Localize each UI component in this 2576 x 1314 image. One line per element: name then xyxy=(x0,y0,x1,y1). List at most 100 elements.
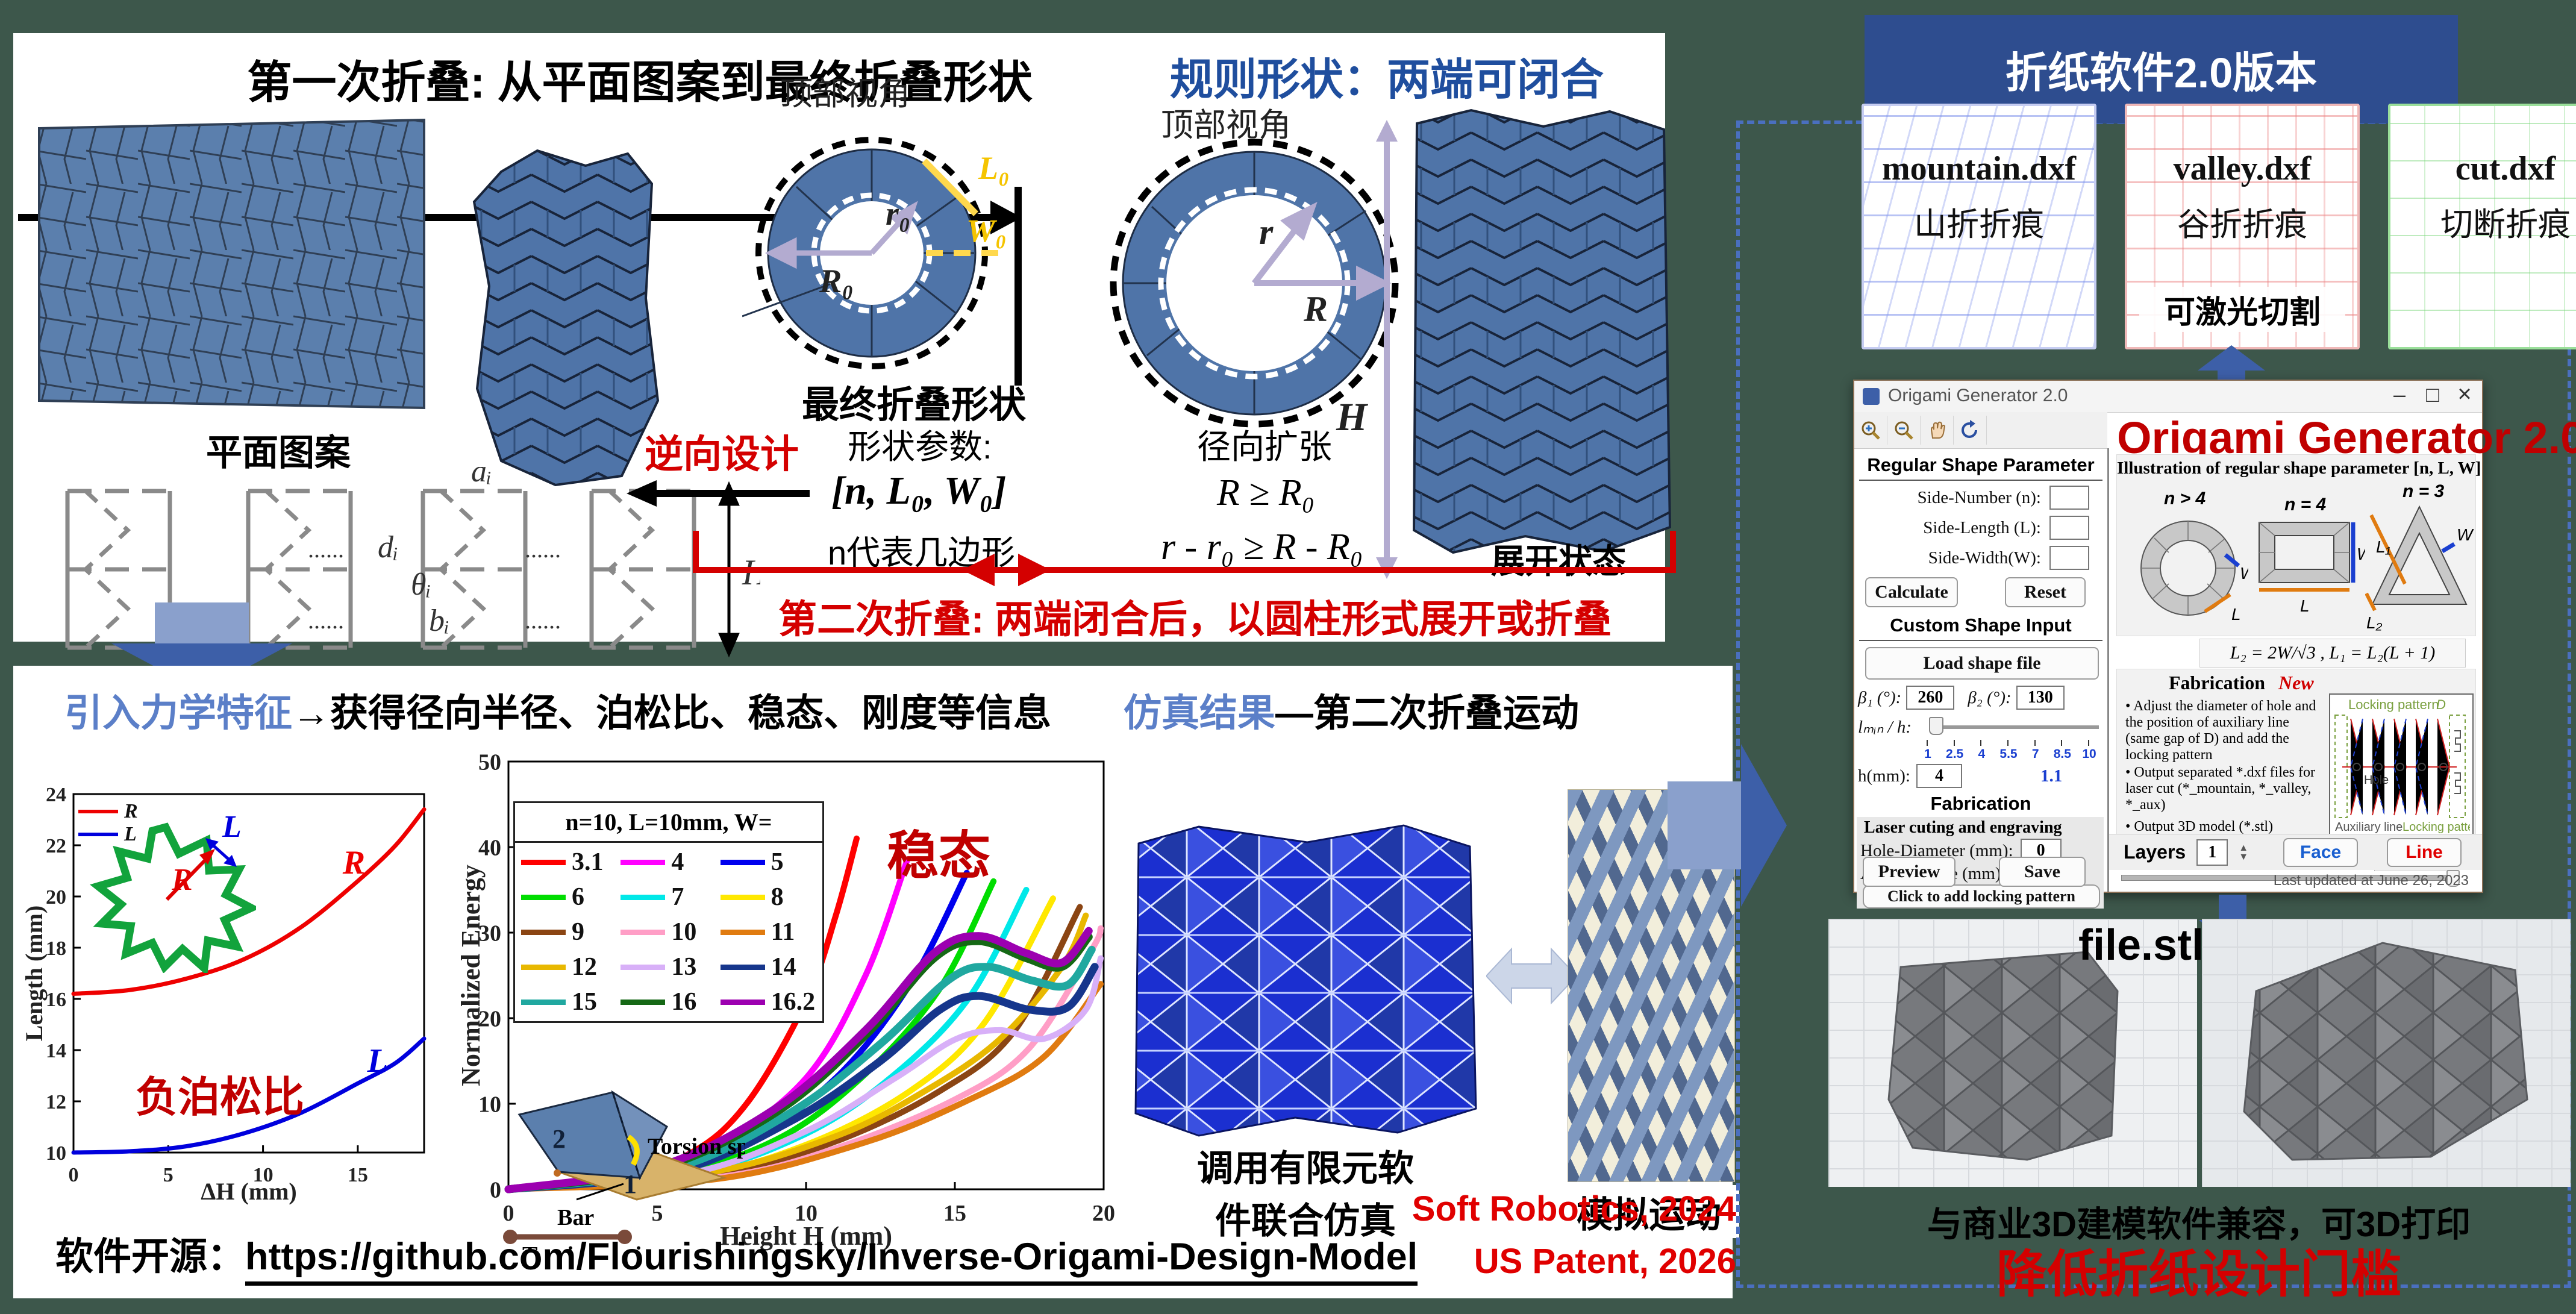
svg-text:L: L xyxy=(367,1042,388,1080)
second-fold-line xyxy=(693,567,1676,573)
locking-hole-label: Hole xyxy=(2364,774,2389,787)
layers-label: Layers xyxy=(2124,841,2186,863)
origami-generator-window: Origami Generator 2.0 – □ × Origami Gene… xyxy=(1853,380,2576,909)
preview-button[interactable]: Preview xyxy=(1863,857,1955,887)
fem-label-box: 调用有限元软 件联合仿真 xyxy=(1137,1145,1474,1241)
citation-us-patent: US Patent, 2026 xyxy=(1474,1242,1736,1281)
lmin-slider[interactable] xyxy=(1930,725,2099,729)
energy-legend-item: 12 xyxy=(521,953,617,981)
fabrication-bullet-2: • Output separated *.dxf files for laser… xyxy=(2125,765,2315,813)
svg-text:12: 12 xyxy=(46,1091,66,1113)
valley-dxf-name: valley.dxf xyxy=(2173,150,2312,187)
valley-dxf-card: valley.dxf 谷折折痕 可激光切割 xyxy=(2125,104,2360,349)
illustration-title: Illustration of regular shape parameter … xyxy=(2117,458,2481,478)
energy-legend-item: 5 xyxy=(720,848,816,877)
layers-input[interactable]: 1 xyxy=(2196,839,2228,866)
slider-tick xyxy=(2034,740,2036,746)
locking-caption-top: Locking pattern xyxy=(2348,697,2439,712)
layers-spinner[interactable]: ▲▼ xyxy=(2239,842,2249,862)
flat-pattern-label: 平面图案 xyxy=(206,433,351,473)
mechanics-heading-feature: 引入力学特征 xyxy=(64,692,292,734)
mountain-dxf-desc: 山折折痕 xyxy=(1914,207,2044,243)
beta1-input[interactable]: 260 xyxy=(1906,686,1955,710)
energy-legend-item: 13 xyxy=(621,953,716,981)
lmin-slider-thumb[interactable] xyxy=(1929,717,1943,735)
compatibility-text: 与商业3D建模软件兼容，可3D打印 xyxy=(1927,1205,2471,1244)
energy-legend-item: 7 xyxy=(621,883,716,912)
github-url[interactable]: https://github.com/Flourishingsky/Invers… xyxy=(245,1236,1418,1286)
process-arrow-corner xyxy=(1014,187,1022,386)
zoom-out-icon[interactable] xyxy=(1887,416,1921,445)
h-input[interactable]: 4 xyxy=(1916,764,1962,788)
crease-d-label: dᵢ xyxy=(378,530,398,565)
poisson-legend-item: L xyxy=(78,823,138,846)
svg-text:ΔH (mm): ΔH (mm) xyxy=(201,1178,296,1205)
face-button[interactable]: Face xyxy=(2283,837,2359,867)
regular-shape-title: 规则形状：两端可闭合 xyxy=(1170,56,1604,104)
inverse-design-arrow-head xyxy=(627,480,657,507)
beta2-input[interactable]: 130 xyxy=(2016,686,2065,710)
torsion-spring-label: Torsion spring xyxy=(648,1134,745,1159)
top-view-label-2: 顶部视角 xyxy=(1161,107,1291,143)
fabrication-panel: Fabrication New • Adjust the diameter of… xyxy=(2116,669,2485,845)
reset-button[interactable]: Reset xyxy=(2005,577,2086,607)
inverse-design-arrow xyxy=(655,490,810,497)
window-right-panel: Illustration of regular shape parameter … xyxy=(2109,448,2485,892)
zoom-in-icon[interactable] xyxy=(1854,416,1887,445)
shape-param-title: 形状参数: xyxy=(848,428,992,466)
side-number-label: Side-Number (n): xyxy=(1917,487,2041,507)
window-titlebar[interactable]: Origami Generator 2.0 – □ × xyxy=(1854,381,2482,413)
folding-ratio-thumb[interactable] xyxy=(2446,870,2460,887)
svg-text:0: 0 xyxy=(490,1177,501,1203)
svg-text:20: 20 xyxy=(478,1006,501,1031)
svg-text:5: 5 xyxy=(652,1201,663,1226)
ratio-value: 1.1 xyxy=(2040,766,2063,786)
triangle-illustration: n = 3 L₁ L₂ W xyxy=(2365,481,2474,631)
fabrication-bullet-3: • Output 3D model (*.stl) xyxy=(2125,819,2274,834)
locking-aux-label: Auxiliary line xyxy=(2335,821,2402,834)
load-shape-button[interactable]: Load shape file xyxy=(1865,647,2099,680)
line-button[interactable]: Line xyxy=(2387,837,2462,867)
minimize-button[interactable]: – xyxy=(2393,382,2406,407)
illustration-panel: Illustration of regular shape parameter … xyxy=(2116,454,2481,636)
side-width-input[interactable] xyxy=(2049,546,2089,570)
side-length-input[interactable] xyxy=(2049,516,2089,540)
energy-legend-item: 16.2 xyxy=(720,987,816,1016)
unfolded-state-label: 展开状态 xyxy=(1491,542,1626,580)
n-eq-3-label: n = 3 xyxy=(2402,481,2445,501)
side-number-input[interactable] xyxy=(2049,486,2089,510)
svg-text:R: R xyxy=(342,844,365,881)
flow-right-arrow xyxy=(1668,744,1787,907)
maximize-button[interactable]: □ xyxy=(2426,382,2439,407)
height-arrow xyxy=(1376,120,1398,579)
height-H-label: H xyxy=(1336,395,1368,439)
svg-text:20: 20 xyxy=(1092,1201,1115,1226)
regular-shape-header: Regular Shape Parameter xyxy=(1867,454,2095,475)
ring1-L0-label: L₀ xyxy=(978,150,1010,186)
first-fold-title: 第一次折叠: 从平面图案到最终折叠形状 xyxy=(247,57,1033,107)
pan-hand-icon[interactable] xyxy=(1921,416,1954,445)
fabrication-header: Fabrication xyxy=(2169,672,2265,693)
app-icon xyxy=(1863,388,1880,405)
crease-dots-2: ...... xyxy=(525,536,561,563)
svg-text:10: 10 xyxy=(795,1201,818,1226)
slider-tick-label: 7 xyxy=(2031,747,2039,761)
reset-view-icon[interactable] xyxy=(1954,416,1987,445)
close-button[interactable]: × xyxy=(2457,381,2472,407)
save-button[interactable]: Save xyxy=(1999,857,2086,887)
motion-label-box: 模拟运动 xyxy=(1558,1185,1739,1238)
calculate-button[interactable]: Calculate xyxy=(1865,577,1958,607)
star-inset: R L xyxy=(90,816,256,973)
cut-dxf-card: cut.dxf 切断折痕 xyxy=(2388,104,2576,349)
n-eq-4-label: n = 4 xyxy=(2284,495,2327,515)
steady-state-label: 稳态 xyxy=(887,827,990,885)
spring-model-inset: 2 1 Torsion spring Bar Tension spring xyxy=(503,1090,745,1250)
ring-illustration: n > 4 W L xyxy=(2140,489,2248,624)
ring2-r-label: r xyxy=(1259,212,1274,252)
fabrication-new-badge: New xyxy=(2278,672,2314,693)
energy-legend-item: 6 xyxy=(521,883,617,912)
energy-legend-item: 9 xyxy=(521,918,617,946)
add-locking-button[interactable]: Click to add locking pattern xyxy=(1863,884,2100,909)
